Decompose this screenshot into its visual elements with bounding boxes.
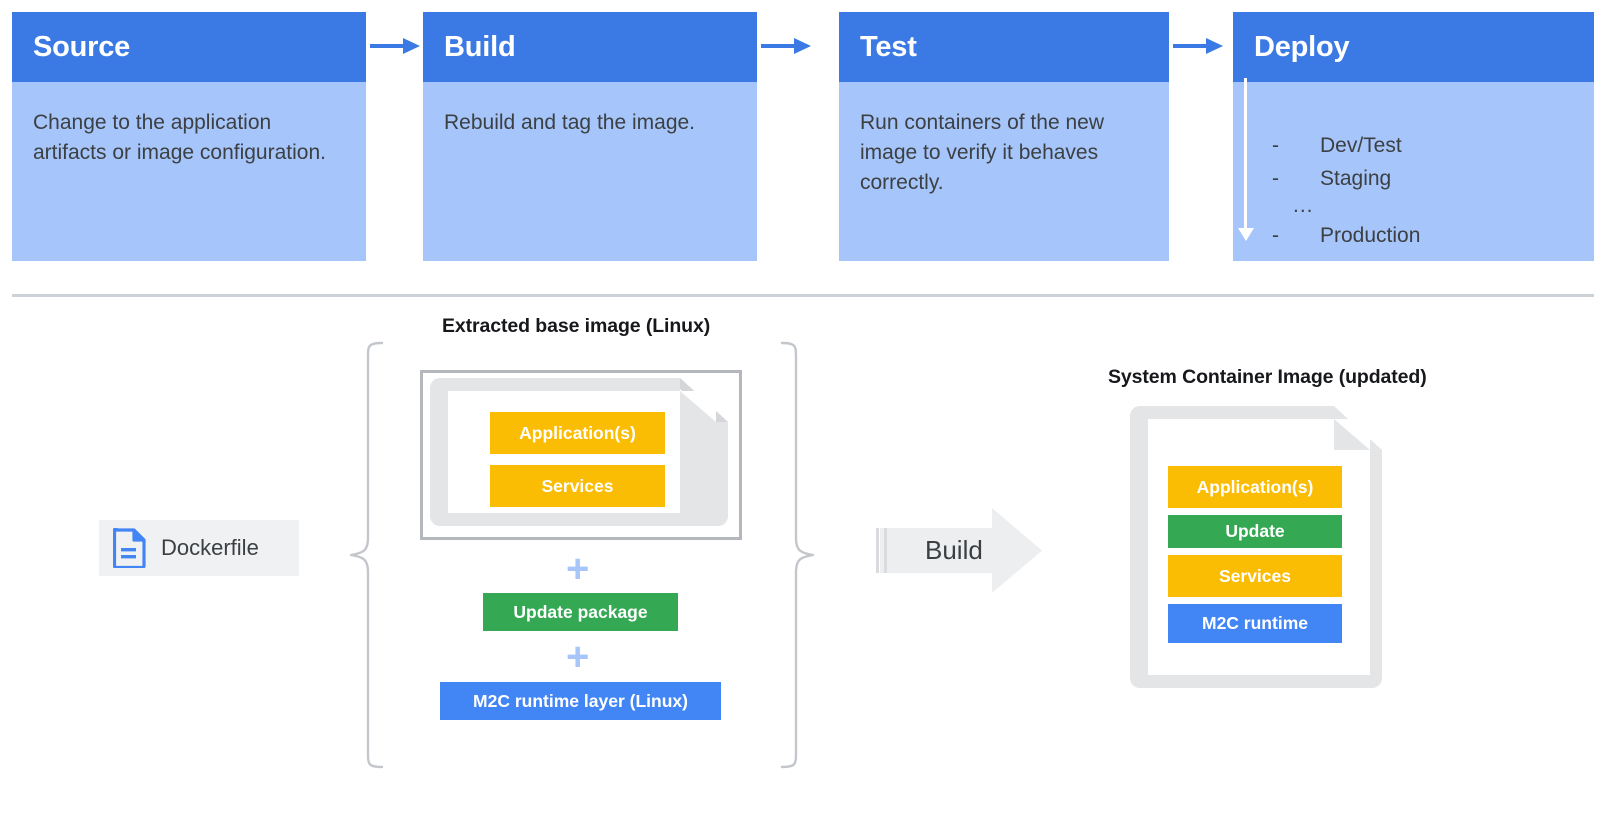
motion-tick [876, 528, 879, 573]
pipeline-stage-build: Build Rebuild and tag the image. [423, 12, 757, 261]
list-ellipsis: ... [1293, 194, 1314, 217]
list-item-label: Production [1320, 224, 1421, 247]
left-brace [349, 341, 384, 769]
arrow-right-icon [1173, 38, 1223, 54]
stage-body: Change to the application artifacts or i… [12, 82, 366, 168]
extracted-base-image-frame [420, 370, 742, 540]
dockerfile-label: Dockerfile [161, 535, 259, 560]
dockerfile-chip[interactable]: Dockerfile [99, 520, 299, 576]
stage-header: Deploy [1233, 12, 1594, 82]
list-item: - Production [1272, 224, 1420, 248]
stage-body: Run containers of the new image to verif… [839, 82, 1169, 197]
build-arrow [876, 508, 1042, 593]
arrow-right-icon [370, 38, 420, 54]
stage-description: Run containers of the new image to verif… [860, 111, 1104, 194]
motion-tick [884, 528, 887, 573]
layer-label: Services [541, 475, 614, 496]
layer-bar-services: Services [490, 465, 665, 507]
stage-header: Source [12, 12, 366, 82]
stage-header: Test [839, 12, 1169, 82]
stage-title: Source [33, 30, 131, 63]
result-layer-update: Update [1168, 515, 1342, 548]
list-item-label: Staging [1320, 167, 1392, 190]
layer-label: Application(s) [519, 422, 636, 443]
arrow-right-block-icon [880, 508, 1042, 593]
stage-body: Rebuild and tag the image. [423, 82, 757, 138]
arrow-down-icon [1238, 228, 1254, 241]
system-container-image-title: System Container Image (updated) [1108, 366, 1427, 388]
stage-title: Test [860, 30, 917, 63]
pipeline-stage-source: Source Change to the application artifac… [12, 12, 366, 261]
result-layer-applications: Application(s) [1168, 466, 1342, 508]
right-brace [780, 341, 815, 769]
result-layer-m2c-runtime: M2C runtime [1168, 604, 1342, 643]
arrow-right-icon [761, 38, 811, 54]
stage-header: Build [423, 12, 757, 82]
list-item-dash: - [1272, 167, 1279, 190]
pipeline-stage-deploy: Deploy - Dev/Test - Staging ... - Produc… [1233, 12, 1594, 261]
layer-label: Services [1218, 565, 1291, 586]
result-layer-services: Services [1168, 555, 1342, 597]
deploy-flow-arrow-shaft [1244, 78, 1247, 230]
layer-label: Update package [513, 601, 648, 622]
plus-icon: + [566, 547, 590, 591]
list-item: - Dev/Test [1272, 134, 1402, 158]
stage-title: Build [444, 30, 516, 63]
layer-label: Application(s) [1196, 476, 1314, 497]
list-item-dash: - [1272, 134, 1279, 157]
layer-label: Update [1225, 521, 1285, 541]
layer-bar-applications: Application(s) [490, 412, 665, 454]
plus-icon: + [566, 635, 590, 679]
list-item-label: Dev/Test [1320, 134, 1402, 157]
stage-description: Change to the application artifacts or i… [33, 111, 326, 164]
stage-title: Deploy [1254, 30, 1350, 63]
section-divider [12, 294, 1594, 297]
layer-bar-update-package: Update package [483, 593, 678, 631]
stage-description: Rebuild and tag the image. [444, 111, 696, 134]
layer-label: M2C runtime layer (Linux) [473, 690, 688, 711]
document-icon [113, 528, 146, 568]
pipeline-stage-test: Test Run containers of the new image to … [839, 12, 1169, 261]
list-item-dash: - [1272, 224, 1279, 247]
list-item: - Staging [1272, 167, 1391, 191]
layer-label: M2C runtime [1202, 613, 1308, 633]
build-arrow-label: Build [925, 535, 983, 565]
layer-bar-m2c-runtime-linux: M2C runtime layer (Linux) [440, 682, 721, 720]
extracted-base-image-title: Extracted base image (Linux) [442, 315, 711, 337]
